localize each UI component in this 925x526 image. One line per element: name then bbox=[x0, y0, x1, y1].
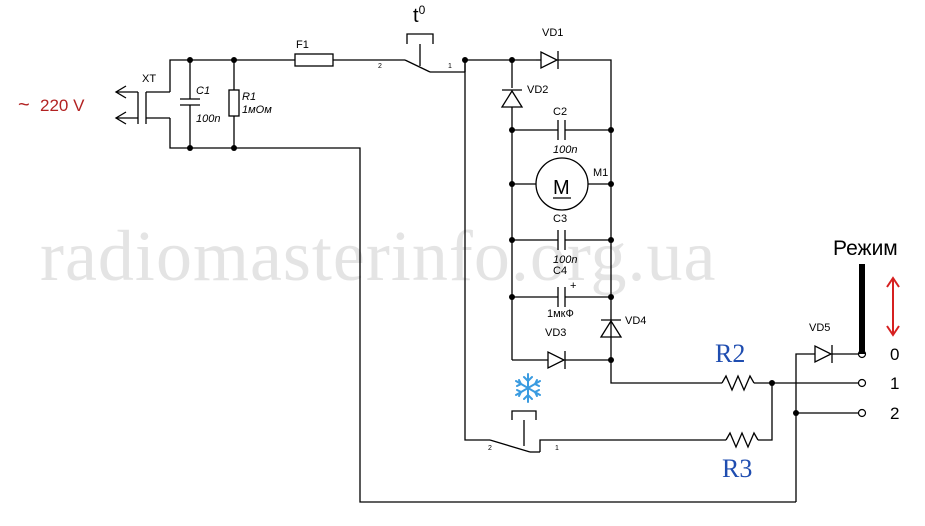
mode-switch bbox=[489, 410, 540, 453]
mode-position-0: 0 bbox=[890, 345, 899, 364]
c4-value: 1мкФ bbox=[547, 308, 574, 320]
c2-label: C2 bbox=[553, 106, 567, 118]
motor-m1 bbox=[512, 157, 611, 211]
fuse-f1 bbox=[294, 53, 405, 67]
c4-plus: + bbox=[570, 280, 576, 292]
motor-symbol: M bbox=[553, 177, 570, 199]
c3-label: C3 bbox=[553, 213, 567, 225]
mode-title: Режим bbox=[833, 237, 898, 260]
capacitor-c4 bbox=[512, 287, 611, 307]
ac-symbol: ~ bbox=[18, 94, 30, 116]
sw1-pin-1: 1 bbox=[448, 63, 452, 70]
c4-label: C4 bbox=[553, 265, 567, 277]
watermark: radiomasterinfo.org.ua bbox=[40, 216, 716, 296]
diode-vd3 bbox=[512, 350, 611, 370]
c3-value: 100n bbox=[553, 254, 577, 266]
mode-terminals bbox=[857, 349, 867, 418]
snowflake-icon bbox=[515, 373, 541, 403]
vd3-label: VD3 bbox=[545, 327, 566, 339]
supply-voltage: 220 V bbox=[40, 96, 85, 115]
diode-vd2 bbox=[500, 60, 524, 360]
up-down-arrow-icon bbox=[886, 276, 900, 337]
f1-label: F1 bbox=[296, 39, 309, 51]
vd1-label: VD1 bbox=[542, 27, 563, 39]
diode-vd4 bbox=[599, 319, 623, 338]
xt-label: XT bbox=[142, 73, 156, 85]
sw2-pin-2: 2 bbox=[488, 445, 492, 452]
vd5-label: VD5 bbox=[809, 322, 830, 334]
xt-connector bbox=[114, 85, 170, 125]
sw2-pin-1: 1 bbox=[555, 445, 559, 452]
thermostat-label: t0 bbox=[413, 3, 426, 27]
r2-label: R2 bbox=[715, 339, 745, 368]
mode-position-2: 2 bbox=[890, 404, 899, 423]
c1-value: 100n bbox=[196, 113, 220, 125]
thermostat-switch bbox=[404, 33, 465, 73]
diode-vd1 bbox=[536, 50, 612, 360]
vd4-label: VD4 bbox=[625, 315, 646, 327]
r1-label: R1 bbox=[242, 91, 256, 103]
r3-label: R3 bbox=[722, 454, 752, 483]
m1-label: M1 bbox=[593, 167, 608, 179]
capacitor-c3 bbox=[512, 230, 611, 250]
resistor-r3 bbox=[539, 383, 773, 452]
r1-value: 1мОм bbox=[242, 104, 272, 116]
c2-value: 100n bbox=[553, 144, 577, 156]
c1-label: C1 bbox=[196, 85, 210, 97]
diode-vd5 bbox=[795, 344, 860, 502]
mode-position-1: 1 bbox=[890, 374, 899, 393]
sw1-pin-2: 2 bbox=[378, 63, 382, 70]
resistor-r1 bbox=[228, 60, 240, 148]
capacitor-c2 bbox=[512, 120, 611, 140]
vd2-label: VD2 bbox=[527, 84, 548, 96]
mode-selector-bar bbox=[859, 264, 865, 354]
capacitor-c1 bbox=[180, 60, 200, 148]
